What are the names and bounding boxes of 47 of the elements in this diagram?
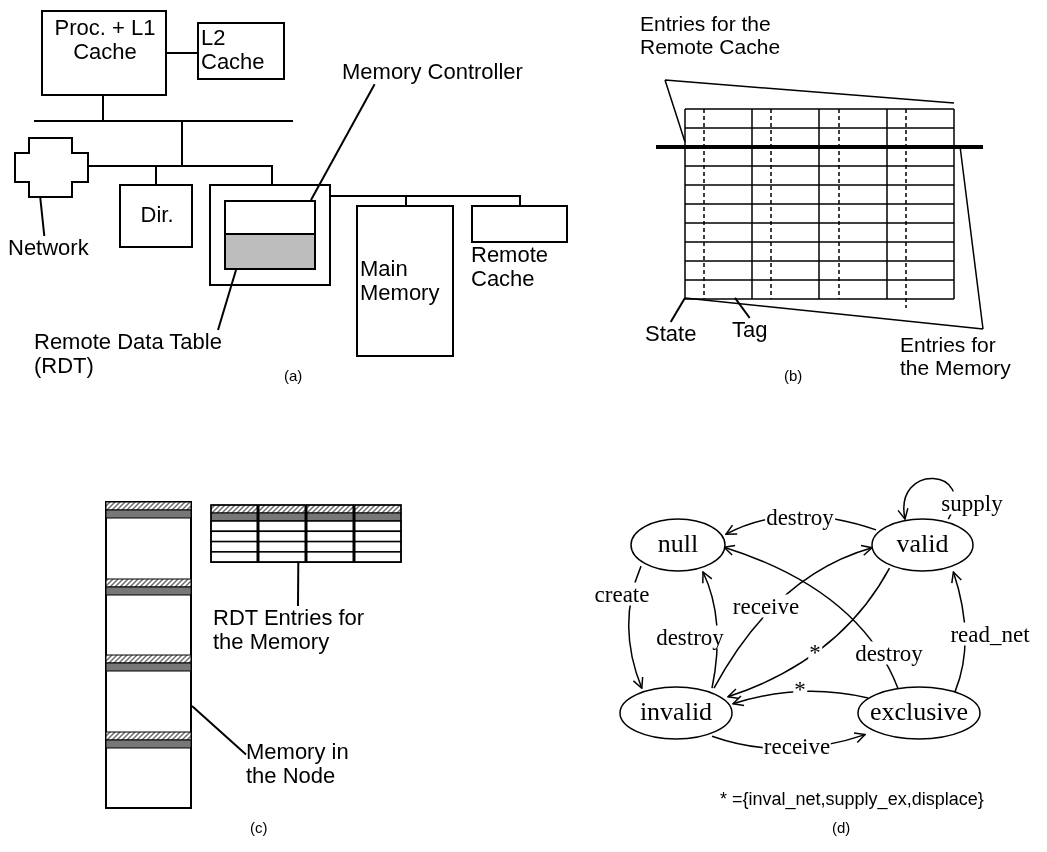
edge-label: supply <box>940 491 1004 515</box>
panel-label: (c) <box>250 820 268 837</box>
bus-connector <box>102 95 273 185</box>
edge-label: destroy <box>854 641 924 665</box>
state-label: exclusive <box>869 699 969 726</box>
state-label: valid <box>896 531 949 558</box>
edge-label: create <box>593 582 651 606</box>
transition-arrow <box>723 544 899 689</box>
table-drawing <box>656 108 984 310</box>
memory-drawing <box>105 501 192 809</box>
edge-label: receive <box>731 594 801 618</box>
leader-line <box>310 83 376 201</box>
annotation-text: Entries for the Memory <box>900 333 1012 380</box>
footnote-text: * ={inval_net,supply_ex,displace} <box>720 790 984 810</box>
directory-box: Dir. <box>119 184 193 248</box>
table-drawing <box>210 504 402 563</box>
annotation-text: Memory in the Node <box>246 740 354 789</box>
table-section <box>224 233 316 270</box>
leader-line <box>191 705 247 756</box>
edge-label: destroy <box>655 625 725 649</box>
leader-line <box>669 296 686 323</box>
component-label: Remote Data Table (RDT) <box>34 330 264 379</box>
component-label: Network <box>8 236 89 261</box>
leader-line <box>39 197 46 237</box>
bus-connector <box>330 195 521 206</box>
leader-line <box>297 562 300 607</box>
panel-label: (b) <box>784 368 803 385</box>
leader-line <box>217 269 237 331</box>
panel-label: (d) <box>832 820 851 837</box>
transition-arrow <box>727 567 891 699</box>
transition-arrow <box>732 690 869 707</box>
component-label: Memory Controller <box>342 60 523 85</box>
component-label: Remote Cache <box>471 243 550 292</box>
processor-box: Proc. + L1 Cache <box>41 10 167 96</box>
column-label: State <box>645 322 697 347</box>
panel-label: (a) <box>284 368 303 385</box>
state-label: null <box>657 531 699 558</box>
column-label: Tag <box>732 318 768 343</box>
edge-label: read_net <box>949 622 1031 646</box>
state-label: invalid <box>639 699 713 726</box>
annotation-text: RDT Entries for the Memory <box>213 606 383 655</box>
network-symbol <box>14 137 89 198</box>
controller-box <box>209 184 331 286</box>
cache-box: L2 Cache <box>197 22 285 80</box>
annotation-text: Entries for the Remote Cache <box>640 12 782 59</box>
bus-connector <box>166 52 198 54</box>
memory-box: Main Memory <box>356 205 454 357</box>
